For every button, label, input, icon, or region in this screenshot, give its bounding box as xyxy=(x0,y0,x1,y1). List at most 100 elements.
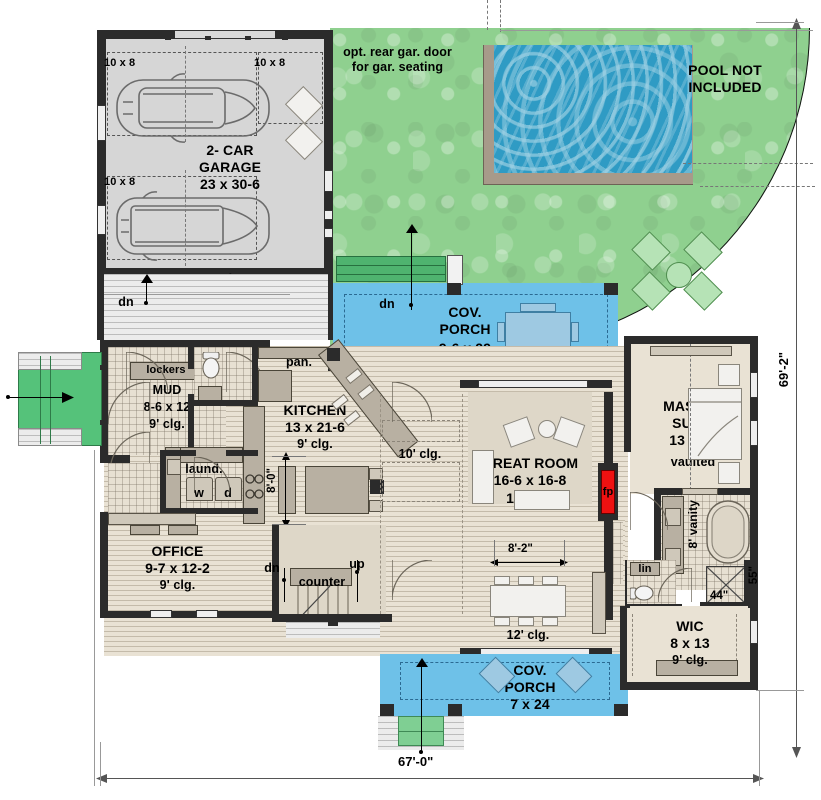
lockers-label: lockers xyxy=(146,364,186,376)
office-builtin-1 xyxy=(130,525,160,535)
garage-top-tick-1 xyxy=(165,36,171,40)
front-dn-dot xyxy=(419,750,423,754)
front-porch-dash-outline xyxy=(400,662,610,700)
master-window-r1 xyxy=(750,372,758,398)
garage-centerline-1 xyxy=(185,46,186,142)
dining-dim-ext-l xyxy=(494,540,495,566)
foyer-up-label: up xyxy=(349,557,365,571)
garage-wall-left xyxy=(97,30,106,274)
fireplace-label: fp xyxy=(602,486,614,498)
car-bottom-icon xyxy=(116,191,270,261)
wic-label-fix: WIC xyxy=(676,618,704,634)
master-wc-door-swing xyxy=(658,568,692,602)
garage-window-right-b xyxy=(324,210,333,220)
dim-bottom-ext-left xyxy=(100,742,101,786)
porch-dining-chair-right xyxy=(571,322,579,342)
garage-bay-outline-3 xyxy=(107,176,257,260)
foyer-up-dot xyxy=(355,570,359,574)
dining-dim-arrows xyxy=(490,559,568,566)
garage-top-tick-4 xyxy=(282,36,288,40)
stair-counter xyxy=(290,568,352,586)
office-window-1 xyxy=(150,610,172,618)
garage-window-right-a xyxy=(324,170,333,192)
office-builtin-2 xyxy=(168,525,198,535)
master-bed-blanket xyxy=(688,401,742,457)
kitchen-island-seat-2 xyxy=(369,500,383,512)
dim-bottom-line xyxy=(100,778,760,779)
shower-wall-bottom xyxy=(700,602,752,609)
hall-vert-line-1 xyxy=(380,394,381,614)
master-bed xyxy=(688,388,742,460)
master-suite-door-swing xyxy=(630,492,668,530)
wic-wall-bottom xyxy=(620,682,758,690)
wic-wall-left xyxy=(620,606,627,690)
house-wall-left-upper xyxy=(97,274,104,340)
pool-not-included-note: POOL NOT INCLUDED xyxy=(688,62,762,95)
rear-porch-step-line-2 xyxy=(336,274,446,275)
dim-bottom-text: 67'-0" xyxy=(398,754,434,769)
wic-size-fix: 8 x 13 xyxy=(670,635,710,651)
laundry-wall-left xyxy=(160,450,166,514)
entry-approach-dot xyxy=(6,395,10,399)
dim-right-text: 69'-2" xyxy=(776,352,791,388)
entry-stoop-line-1 xyxy=(40,356,41,444)
garage-bay-label-3: 10 x 8 xyxy=(104,176,136,188)
kitchen-island xyxy=(305,466,369,514)
master-wall-left-upper xyxy=(624,336,631,452)
property-line-lower xyxy=(700,186,815,187)
master-window-seat xyxy=(650,346,732,356)
mud-door-jamb-left-2 xyxy=(100,420,108,425)
house-wall-mud-bottom xyxy=(100,455,130,463)
dining-chair-b3 xyxy=(542,617,558,626)
porch-dining-chair-top xyxy=(520,303,556,312)
fireplace xyxy=(601,470,615,514)
linen-closet xyxy=(630,562,660,576)
garage-bay-label-1: 10 x 8 xyxy=(104,57,136,69)
dining-chair-t3 xyxy=(542,576,558,585)
house-wall-top-left-seg xyxy=(100,340,270,347)
rear-porch-post-right xyxy=(604,283,618,295)
foyer-dn-label: dn xyxy=(264,561,280,575)
master-centerline xyxy=(690,344,691,490)
garage-size-label: 23 x 30-6 xyxy=(199,176,261,192)
powder-wall-bottom xyxy=(194,400,258,406)
dim-left-ext-line xyxy=(94,450,95,786)
dim-right-ext-top xyxy=(756,22,804,23)
foyer-up-arrow-line xyxy=(357,560,358,602)
dining-dim-line xyxy=(494,562,564,563)
toilet-icon xyxy=(202,352,220,379)
mud-wall-right xyxy=(188,347,194,369)
dining-dim-text: 8'-2" xyxy=(508,543,533,555)
kitchen-range-counter xyxy=(243,406,265,524)
foyer-dn-dot xyxy=(282,578,286,582)
counter-label: counter xyxy=(298,575,346,589)
pool-water xyxy=(494,45,692,173)
house-wall-bottom-office xyxy=(100,610,385,618)
porch-dining-table xyxy=(505,312,571,350)
garage-window-left-lower xyxy=(97,205,106,235)
wic-bench xyxy=(656,660,738,676)
master-bath-door xyxy=(682,488,718,495)
laundry-upper-cab xyxy=(165,447,181,513)
front-porch-post-mid xyxy=(448,704,462,716)
dim-right-ext-bottom xyxy=(756,690,804,691)
hall-vert-line-2 xyxy=(462,394,463,614)
master-window-r2 xyxy=(750,420,758,446)
front-dn-arrow-line xyxy=(421,660,422,752)
garage-dn-dot xyxy=(144,301,148,305)
master-toilet-icon xyxy=(630,585,654,601)
master-nightstand-bottom xyxy=(718,462,740,484)
rear-porch-room-label: COV. PORCH xyxy=(439,304,491,337)
garage-top-tick-3 xyxy=(245,36,251,40)
porch-dn-arrow-line xyxy=(411,226,412,310)
hall-tile-strip xyxy=(613,522,623,584)
entry-approach-arrow-line xyxy=(8,397,66,398)
kitchen-dim-v-text: 8'-0" xyxy=(266,468,278,493)
shower-depth-dim: 55" xyxy=(748,566,760,585)
front-porch-size-label: 7 x 24 xyxy=(510,696,550,712)
mud-room-ceiling: 9' clg. xyxy=(149,417,185,431)
rear-porch-step-line-1 xyxy=(336,265,446,266)
garage-apron xyxy=(100,274,328,340)
garage-top-tick-2 xyxy=(205,36,211,40)
garage-room-label: 2- CAR GARAGE xyxy=(198,142,262,175)
